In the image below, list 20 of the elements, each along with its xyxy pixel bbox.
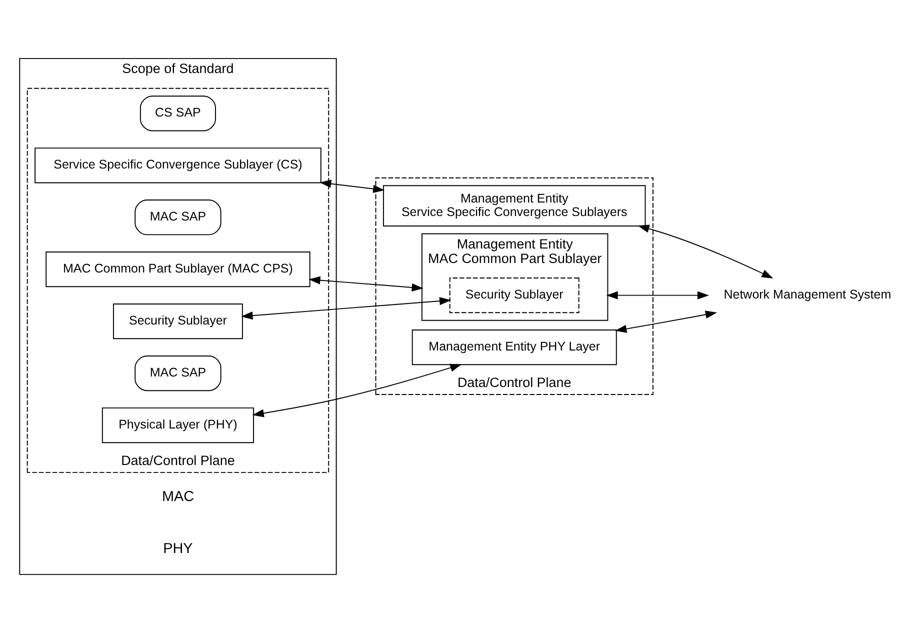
node-box: Management Entity Service Specific Convergence Sublayers [382,184,646,226]
label: MAC [162,488,194,504]
node-box: Security Sublayer [113,303,243,339]
arrow [320,179,385,192]
node-box: MAC SAP [134,354,222,391]
arrow [241,296,452,320]
node-box: MAC Common Part Sublayer (MAC CPS) [46,251,310,287]
node-box: Security Sublayer [449,277,580,313]
arrow [252,363,462,417]
arrow [308,276,424,291]
arrow [615,310,718,332]
arrow [638,224,774,278]
node-box: Management Entity PHY Layer [412,329,617,365]
node-box: CS SAP [140,95,216,131]
node-box: MAC SAP [134,199,222,235]
label: PHY [163,540,193,556]
node-text: Network Management System [724,287,892,302]
arrow [606,290,710,299]
node-box: Service Specific Convergence Sublayer (CS) [34,147,322,183]
node-box: Physical Layer (PHY) [102,406,254,443]
